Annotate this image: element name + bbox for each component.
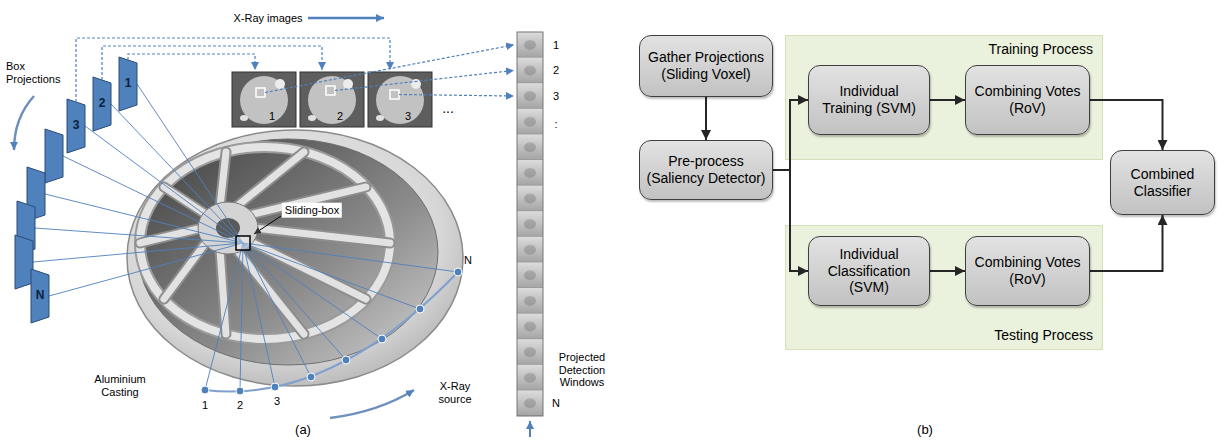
process-group: Testing Process Individual Classification… (785, 225, 1103, 350)
source-point (201, 386, 209, 394)
panel-label: (b) (917, 423, 933, 438)
process-group: Training ProcessIndividual Training (SVM… (785, 35, 1103, 160)
process-box: Pre-process (Saliency Detector) (639, 140, 773, 200)
flow-arrow (705, 97, 707, 140)
projection-plate (93, 77, 111, 131)
process-box: Combining Votes (RoV) (965, 236, 1090, 306)
xray-part (343, 79, 353, 89)
callout-number: 2 (553, 64, 559, 77)
xray-rays (205, 243, 458, 391)
process-box: Gather Projections (Sliding Voxel) (639, 35, 773, 97)
part-label: Projected Detection Windows (549, 351, 615, 389)
direction-arrow (529, 421, 531, 437)
sliding-box (236, 236, 250, 250)
flow-arrow (930, 270, 965, 272)
callout-number: N (464, 254, 472, 267)
wheel-spokes (140, 152, 390, 334)
source-point (454, 268, 462, 276)
xray-image (300, 72, 364, 127)
process-box: Combined Classifier (1110, 150, 1215, 215)
wheel-ring (140, 147, 390, 339)
group-panel (786, 226, 1103, 350)
callout-number: 1 (269, 110, 275, 123)
dashed-link (265, 45, 514, 93)
projection-plate (45, 129, 63, 183)
ellipsis: ... (442, 100, 454, 116)
part-label: X-Ray source (430, 380, 480, 405)
callout-number: 3 (553, 90, 559, 103)
box-label: Combining Votes (RoV) (972, 83, 1083, 117)
panel-label: (a) (295, 423, 311, 438)
projection-plate (15, 235, 33, 289)
source-point (342, 356, 350, 364)
flow-arrow (773, 100, 808, 170)
group-panel (786, 36, 1103, 160)
wheel-spokes (140, 152, 390, 334)
callout-number: N (552, 397, 560, 410)
figure-label: X-Ray images (233, 12, 302, 25)
box-label: Combined Classifier (1117, 166, 1208, 200)
box-label: Individual Classification (SVM) (815, 246, 923, 296)
dashed-link (399, 95, 514, 97)
process-box: Combining Votes (RoV) (965, 65, 1090, 135)
callout-number: 3 (405, 110, 411, 123)
source-arc (205, 272, 458, 392)
group-title: Training Process (988, 41, 1093, 58)
xray-part (376, 115, 384, 121)
wheel-rim (127, 130, 463, 386)
window-strip (517, 32, 543, 416)
callout-number: 2 (337, 110, 343, 123)
callout-number: : (554, 118, 557, 131)
callout-number: N (36, 289, 45, 303)
dashed-link (335, 70, 514, 90)
box-label: Gather Projections (Sliding Voxel) (646, 49, 766, 83)
source-point (307, 373, 315, 381)
xray-part (308, 115, 316, 121)
xray-part (275, 79, 285, 89)
window-mark (390, 90, 399, 99)
leader-line (254, 216, 281, 234)
box-label: Pre-process (Saliency Detector) (646, 153, 766, 187)
part-label: Sliding-box (282, 203, 342, 218)
box-label: Combining Votes (RoV) (972, 254, 1083, 288)
process-box: Individual Classification (SVM) (808, 236, 930, 306)
callout-number: 1 (202, 399, 208, 412)
callout-number: 2 (99, 97, 106, 111)
projection-rays (33, 84, 243, 296)
xray-frame (232, 72, 296, 127)
xray-image (232, 72, 296, 127)
process-box: Individual Training (SVM) (808, 65, 930, 135)
source-point (271, 383, 279, 391)
callout-number: 1 (553, 39, 559, 52)
box-label: Individual Training (SVM) (815, 83, 923, 117)
xray-part (240, 76, 288, 124)
source-point (378, 335, 386, 343)
figure-label: Box Projections (6, 60, 70, 85)
motion-arrow (14, 96, 34, 150)
callout-number: 2 (237, 399, 243, 412)
window-mark (256, 88, 265, 97)
part-label: Aluminium Casting (88, 373, 152, 398)
source-point (236, 387, 244, 395)
flow-arrow (930, 99, 965, 101)
wheel-ring (140, 147, 390, 339)
flow-arrow (1090, 100, 1163, 150)
flow-arrow (1090, 215, 1163, 271)
dashed-link (128, 54, 255, 70)
xray-frame (300, 72, 364, 127)
xray-part (240, 115, 248, 121)
direction-arrow (308, 17, 384, 20)
projection-plate (67, 99, 85, 153)
source-point (416, 305, 424, 313)
callout-number: 1 (125, 77, 132, 91)
callout-number: 3 (274, 395, 280, 408)
group-title: Testing Process (994, 327, 1093, 344)
projection-plate (31, 269, 49, 323)
window-mark (326, 86, 335, 95)
callout-number: 3 (73, 119, 80, 133)
projection-plate (119, 57, 137, 111)
source-points (201, 268, 462, 395)
motion-arrow (330, 390, 414, 418)
flow-arrow (773, 170, 808, 271)
